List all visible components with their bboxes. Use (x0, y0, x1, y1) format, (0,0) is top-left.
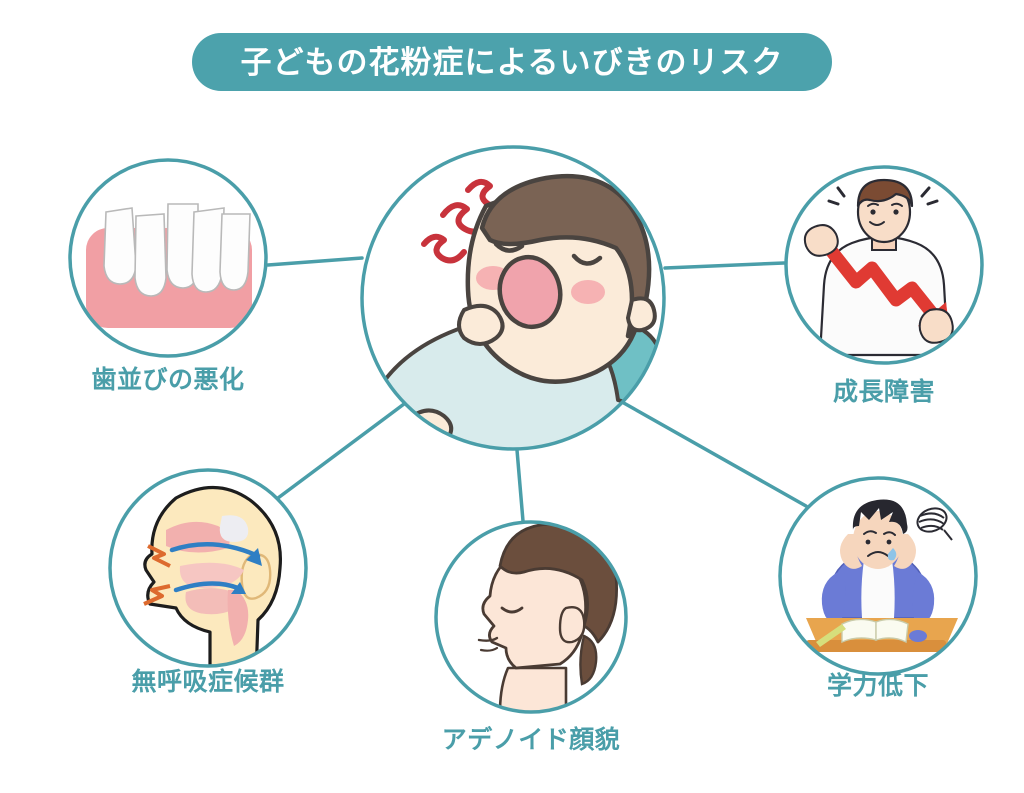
eye-right-dot (893, 209, 899, 215)
connector-center-to-apnea (276, 402, 406, 500)
open-mouth (497, 254, 563, 330)
arm-right (912, 572, 935, 626)
stress-marks (827, 186, 939, 206)
shirt (861, 560, 895, 618)
academic-circle-outline (778, 476, 978, 676)
tooth-5 (219, 213, 251, 291)
tooth-4 (191, 207, 225, 293)
connector-lines (266, 256, 808, 523)
hair (856, 178, 914, 208)
lips (477, 636, 499, 642)
eye-right (571, 253, 603, 266)
hand-right (894, 534, 916, 569)
center-node[interactable] (360, 145, 700, 470)
confusion-scribble (916, 507, 953, 541)
label-growth: 成長障害 (832, 378, 936, 406)
facial-features (863, 530, 896, 557)
airflow-arrows (169, 541, 261, 593)
node-academic[interactable] (778, 476, 978, 676)
declining-arrow (812, 229, 942, 323)
airflow-arrowhead-1 (246, 548, 262, 566)
facial-features (867, 202, 903, 226)
hand-upper (803, 224, 839, 257)
child-profile-face-icon (477, 522, 618, 712)
node-teeth[interactable] (68, 158, 268, 358)
sinus (219, 515, 249, 542)
eye-left-dot (870, 209, 876, 215)
connector-center-to-growth (663, 261, 786, 270)
node-apnea[interactable] (108, 468, 308, 676)
title-banner: 子どもの花粉症によるいびきのリスク (192, 33, 832, 91)
hand-left (457, 303, 505, 346)
ear (558, 606, 586, 644)
hand-left (840, 534, 862, 569)
connector-center-to-teeth (266, 256, 364, 267)
label-adenoid: アデノイド顔貌 (441, 726, 621, 754)
sideburn (579, 634, 598, 686)
desk-item (909, 630, 927, 642)
desk-edge (806, 640, 946, 652)
connector-center-to-adenoid (515, 448, 525, 523)
pencil (816, 624, 846, 647)
ear (625, 296, 657, 333)
cheek-right (571, 280, 605, 304)
eye-closed (500, 606, 524, 614)
arm-left (821, 572, 846, 626)
apnea-circle-outline (108, 468, 308, 668)
connector-center-to-academic (620, 400, 808, 508)
hair (852, 499, 908, 534)
adenoid-circle-outline (434, 520, 628, 714)
growth-decline-person-icon (803, 178, 954, 357)
book-left-page (841, 618, 877, 644)
node-adenoid[interactable] (434, 520, 628, 714)
label-teeth: 歯並びの悪化 (91, 366, 245, 394)
neck (498, 666, 568, 712)
tear (887, 548, 897, 561)
hand-lower (918, 308, 954, 344)
page-title: 子どもの花粉症によるいびきのリスク (240, 44, 784, 80)
eye-left (493, 241, 525, 253)
eye-right-dot (886, 539, 892, 545)
lip-lower (479, 646, 499, 652)
center-circle-outline (360, 145, 666, 451)
foot (404, 408, 454, 449)
soft-palate (179, 562, 244, 588)
teeth-circle-outline (68, 158, 268, 358)
stressed-student-desk-icon (806, 499, 958, 652)
tooth-2 (134, 213, 167, 297)
growth-circle-outline (784, 165, 984, 365)
pharynx (227, 590, 249, 646)
obstruction-marks (143, 544, 171, 606)
tooth-group (103, 203, 251, 297)
crooked-teeth-icon (86, 203, 252, 328)
airflow-arrowhead-2 (231, 582, 246, 594)
label-academic: 学力低下 (826, 672, 930, 700)
label-apnea: 無呼吸症候群 (131, 668, 285, 696)
book-right-page (875, 618, 909, 644)
node-growth[interactable] (784, 165, 984, 365)
eye-left-dot (865, 539, 871, 545)
airway-anatomy-head-icon (143, 485, 283, 666)
tooth-1 (103, 207, 137, 285)
